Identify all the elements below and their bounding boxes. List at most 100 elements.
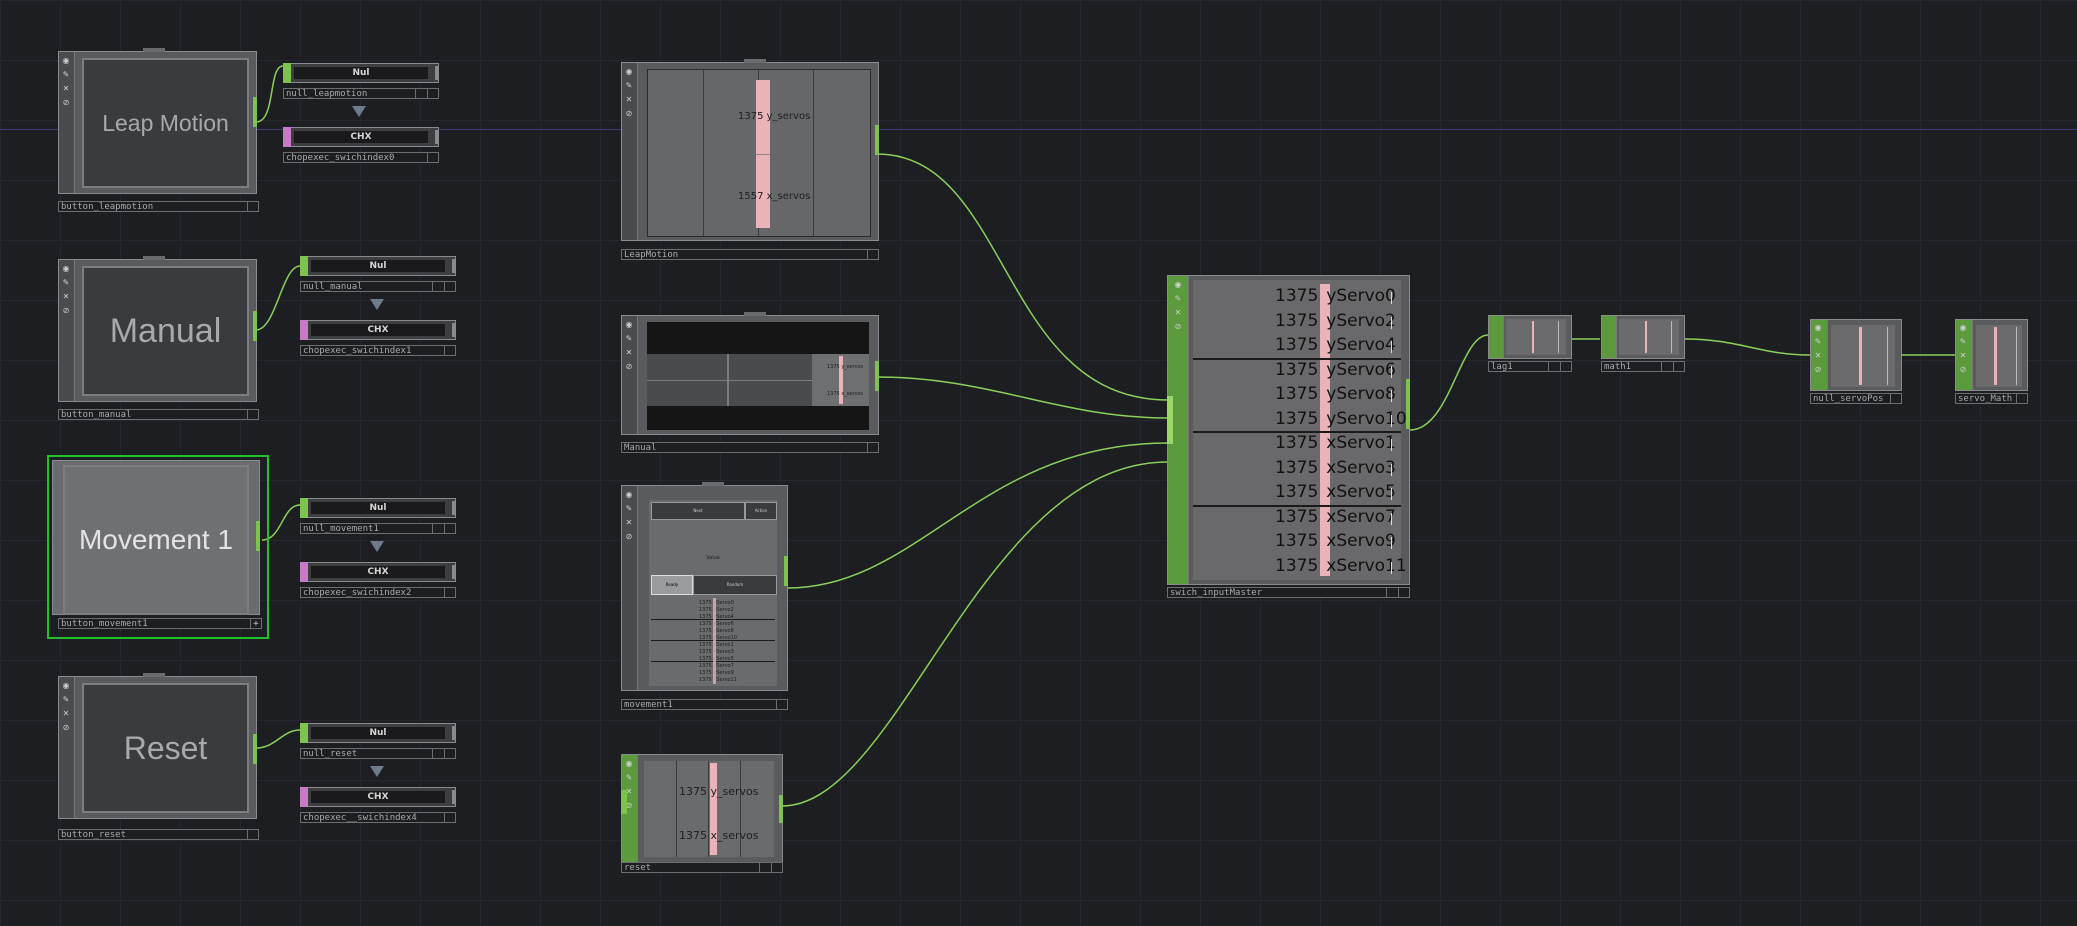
bypass-icon[interactable]: ⊘ <box>625 801 633 810</box>
panel-viewer[interactable]: Next Action Value Ready Random 1375 ySer… <box>649 500 777 686</box>
close-icon[interactable]: ✕ <box>62 709 70 718</box>
panel-viewer[interactable]: 1375 y_servos 1375 x_servos <box>644 761 774 857</box>
node-name-label[interactable]: chopexec_swichindex1 <box>300 345 456 356</box>
pencil-icon[interactable]: ✎ <box>1959 337 1967 346</box>
pencil-icon[interactable]: ✎ <box>625 504 633 513</box>
output-port[interactable] <box>253 734 257 764</box>
pencil-icon[interactable]: ✎ <box>625 81 633 90</box>
pencil-icon[interactable]: ✎ <box>1174 294 1182 303</box>
next-button[interactable]: Next <box>651 502 745 520</box>
output-port[interactable] <box>253 311 257 341</box>
viewer-icon[interactable]: ◉ <box>62 681 70 690</box>
pencil-icon[interactable]: ✎ <box>1814 337 1822 346</box>
button-node-movement1[interactable]: Movement 1 <box>52 460 260 615</box>
panel-viewer[interactable]: 1375 y_servos 1557 x_servos <box>647 69 871 237</box>
chopexec-node-1[interactable]: CHX <box>300 320 456 340</box>
pencil-icon[interactable]: ✎ <box>62 695 70 704</box>
viewer-icon[interactable]: ◉ <box>1814 323 1822 332</box>
bypass-icon[interactable]: ⊘ <box>62 723 70 732</box>
node-name-label[interactable]: null_servoPos <box>1810 393 1902 404</box>
button-node-reset[interactable]: ◉ ✎ ✕ ⊘ Reset <box>58 673 257 819</box>
input-port[interactable] <box>621 790 627 814</box>
node-name-label[interactable]: movement1 <box>621 699 788 710</box>
close-icon[interactable]: ✕ <box>1814 351 1822 360</box>
null-node-reset[interactable]: Nul <box>300 723 456 743</box>
chopexec-node-0[interactable]: CHX <box>283 127 439 147</box>
bypass-icon[interactable]: ⊘ <box>625 109 633 118</box>
panel-node-manual[interactable]: ◉ ✎ ✕ ⊘ 1375 y_servos 1375 x_servos <box>621 312 879 435</box>
node-name-label[interactable]: button_manual <box>58 409 259 420</box>
button-face[interactable]: Manual <box>82 266 249 396</box>
chopexec-node-4[interactable]: CHX <box>300 787 456 807</box>
close-icon[interactable]: ✕ <box>625 348 633 357</box>
node-name-label[interactable]: button_movement1+ <box>58 618 262 629</box>
output-port[interactable] <box>875 361 879 391</box>
node-name-label[interactable]: button_leapmotion <box>58 201 259 212</box>
viewer-icon[interactable]: ◉ <box>62 56 70 65</box>
close-icon[interactable]: ✕ <box>625 518 633 527</box>
node-name-label[interactable]: null_movement1 <box>300 523 456 534</box>
viewer-icon[interactable]: ◉ <box>1959 323 1967 332</box>
node-name-label[interactable]: servo_Math <box>1955 393 2028 404</box>
node-name-label[interactable]: reset <box>621 862 783 873</box>
node-name-label[interactable]: chopexec_swichindex2 <box>300 587 456 598</box>
pencil-icon[interactable]: ✎ <box>625 334 633 343</box>
input-port[interactable] <box>1167 396 1173 444</box>
output-port[interactable] <box>1406 379 1410 429</box>
panel-node-movement1[interactable]: ◉ ✎ ✕ ⊘ Next Action Value Ready Random 1… <box>621 482 788 691</box>
pencil-icon[interactable]: ✎ <box>62 70 70 79</box>
ready-button[interactable]: Ready <box>651 575 693 595</box>
node-name-label[interactable]: null_reset <box>300 748 456 759</box>
viewer-icon[interactable]: ◉ <box>62 264 70 273</box>
bypass-icon[interactable]: ⊘ <box>1814 365 1822 374</box>
null-node-manual[interactable]: Nul <box>300 256 456 276</box>
button-face[interactable]: Leap Motion <box>82 58 249 188</box>
lag-node[interactable] <box>1488 315 1572 359</box>
button-face[interactable]: Movement 1 <box>63 465 249 615</box>
panel-node-reset[interactable]: ◉ ✎ ✕ ⊘ 1375 y_servos 1375 x_servos <box>621 754 783 864</box>
math-node[interactable] <box>1601 315 1685 359</box>
node-name-label[interactable]: swich_inputMaster <box>1167 587 1410 598</box>
node-name-label[interactable]: null_leapmotion <box>283 88 439 99</box>
viewer-icon[interactable]: ◉ <box>625 320 633 329</box>
null-servopos-node[interactable]: ◉ ✎ ✕ ⊘ <box>1810 319 1902 391</box>
button-face[interactable]: Reset <box>82 683 249 813</box>
pencil-icon[interactable]: ✎ <box>62 278 70 287</box>
button-node-manual[interactable]: ◉ ✎ ✕ ⊘ Manual <box>58 256 257 402</box>
output-port[interactable] <box>779 795 783 823</box>
bypass-icon[interactable]: ⊘ <box>1959 365 1967 374</box>
null-node-movement1[interactable]: Nul <box>300 498 456 518</box>
node-name-label[interactable]: lag1 <box>1488 361 1572 372</box>
output-port[interactable] <box>256 521 260 551</box>
node-name-label[interactable]: null_manual <box>300 281 456 292</box>
viewer-icon[interactable]: ◉ <box>625 759 633 768</box>
viewer-icon[interactable]: ◉ <box>625 67 633 76</box>
close-icon[interactable]: ✕ <box>62 292 70 301</box>
chopexec-node-2[interactable]: CHX <box>300 562 456 582</box>
close-icon[interactable]: ✕ <box>62 84 70 93</box>
button-node-leapmotion[interactable]: ◉ ✎ ✕ ⊘ Leap Motion <box>58 48 257 194</box>
pencil-icon[interactable]: ✎ <box>625 773 633 782</box>
action-button[interactable]: Action <box>745 502 777 520</box>
close-icon[interactable]: ✕ <box>625 95 633 104</box>
bypass-icon[interactable]: ⊘ <box>1174 322 1182 331</box>
output-port[interactable] <box>253 97 257 127</box>
node-name-label[interactable]: math1 <box>1601 361 1685 372</box>
panel-viewer[interactable]: 1375 y_servos 1375 x_servos <box>647 322 869 430</box>
panel-node-leapmotion[interactable]: ◉ ✎ ✕ ⊘ 1375 y_servos 1557 x_servos <box>621 59 879 241</box>
node-name-label[interactable]: chopexec_swichindex0 <box>283 152 439 163</box>
null-node-leapmotion[interactable]: Nul <box>283 63 439 83</box>
servo-math-node[interactable]: ◉ ✎ ✕ ⊘ <box>1955 319 2028 391</box>
node-name-label[interactable]: Manual <box>621 442 879 453</box>
output-port[interactable] <box>875 125 879 155</box>
viewer-icon[interactable]: ◉ <box>625 490 633 499</box>
output-port[interactable] <box>784 556 788 586</box>
node-name-label[interactable]: LeapMotion <box>621 249 879 260</box>
viewer-icon[interactable]: ◉ <box>1174 280 1182 289</box>
close-icon[interactable]: ✕ <box>1959 351 1967 360</box>
node-name-label[interactable]: button_reset <box>58 829 259 840</box>
node-name-label[interactable]: chopexec__swichindex4 <box>300 812 456 823</box>
